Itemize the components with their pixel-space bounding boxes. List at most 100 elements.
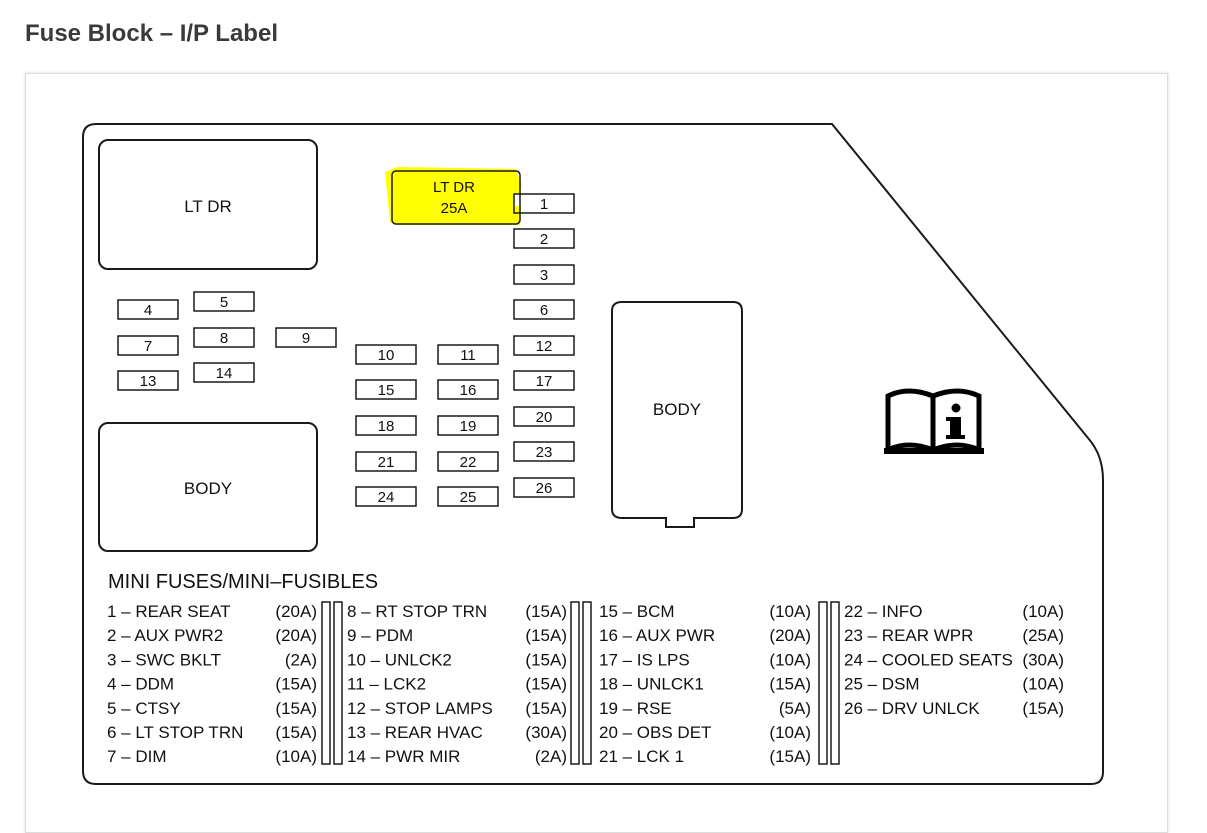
legend-fuse-amps: (15A) [525, 699, 567, 718]
legend-fuse-name: 17 – IS LPS [599, 650, 690, 669]
legend-fuse-amps: (15A) [1022, 699, 1064, 718]
fuse-slot-19: 19 [437, 415, 499, 436]
fuse-number: 15 [378, 382, 395, 399]
fuse-slot-2: 2 [513, 228, 575, 249]
svg-text:25A: 25A [441, 200, 468, 217]
legend-fuse-amps: (20A) [769, 626, 811, 645]
page-title: Fuse Block – I/P Label [25, 20, 278, 47]
relay-lt-dr: LT DR [98, 139, 318, 270]
legend-fuse-amps: (20A) [275, 626, 317, 645]
legend-fuse-amps: (15A) [769, 675, 811, 694]
legend-fuse-amps: (2A) [535, 747, 567, 766]
legend-fuse-amps: (10A) [1022, 675, 1064, 694]
legend-fuse-amps: (10A) [275, 747, 317, 766]
legend-fuse-name: 14 – PWR MIR [347, 747, 460, 766]
fuse-number: 10 [378, 347, 395, 364]
fuse-number: 6 [540, 302, 548, 319]
svg-text:LT DR: LT DR [433, 179, 475, 196]
fuse-block-outline [82, 123, 1104, 785]
fuse-number: 25 [460, 489, 477, 506]
fuse-number: 16 [460, 382, 477, 399]
legend-fuse-amps: (10A) [769, 602, 811, 621]
legend-fuse-amps: (10A) [1022, 602, 1064, 621]
legend-fuse-amps: (10A) [769, 650, 811, 669]
fuse-number: 3 [540, 267, 548, 284]
fuse-slot-21: 21 [355, 451, 417, 472]
fuse-number: 9 [302, 330, 310, 347]
legend-fuse-amps: (15A) [769, 747, 811, 766]
svg-text:LT DR: LT DR [184, 197, 232, 216]
legend-fuse-amps: (15A) [275, 675, 317, 694]
legend-fuse-name: 16 – AUX PWR [599, 626, 715, 645]
legend-fuse-amps: (5A) [779, 699, 811, 718]
fuse-number: 14 [216, 365, 233, 382]
legend-fuse-name: 7 – DIM [107, 747, 167, 766]
legend-fuse-name: 21 – LCK 1 [599, 747, 684, 766]
legend-fuse-name: 20 – OBS DET [599, 723, 711, 742]
fuse-slot-18: 18 [355, 415, 417, 436]
legend-fuse-amps: (15A) [525, 602, 567, 621]
legend-fuse-amps: (30A) [1022, 650, 1064, 669]
fuse-slot-23: 23 [513, 441, 575, 462]
legend-fuse-name: 6 – LT STOP TRN [107, 723, 243, 742]
legend-heading: MINI FUSES/MINI–FUSIBLES [108, 571, 378, 593]
svg-text:BODY: BODY [184, 479, 232, 498]
legend-fuse-name: 19 – RSE [599, 699, 672, 718]
legend-fuse-name: 2 – AUX PWR2 [107, 626, 223, 645]
legend-fuse-amps: (20A) [275, 602, 317, 621]
fuse-number: 19 [460, 418, 477, 435]
legend-fuse-name: 1 – REAR SEAT [107, 602, 230, 621]
fuse-number: 7 [144, 338, 152, 355]
fuse-slot-4: 4 [117, 299, 179, 320]
legend-fuse-name: 8 – RT STOP TRN [347, 602, 487, 621]
fuse-number: 24 [378, 489, 395, 506]
legend-fuse-name: 4 – DDM [107, 675, 174, 694]
fuse-number: 13 [140, 373, 157, 390]
fuse-slot-1: 1 [513, 193, 575, 214]
legend-fuse-name: 23 – REAR WPR [844, 626, 973, 645]
legend-fuse-name: 5 – CTSY [107, 699, 181, 718]
legend-fuse-amps: (15A) [275, 699, 317, 718]
fuse-slot-20: 20 [513, 406, 575, 427]
fuse-number: 18 [378, 418, 395, 435]
fuse-slot-17: 17 [513, 370, 575, 391]
lt-dr-25a-highlight: LT DR 25A [385, 167, 522, 225]
fuse-number: 26 [536, 480, 553, 497]
fuse-number: 12 [536, 338, 553, 355]
legend-fuse-name: 25 – DSM [844, 675, 920, 694]
fuse-number: 11 [460, 347, 476, 364]
legend-fuse-amps: (30A) [525, 723, 567, 742]
fuse-slot-8: 8 [193, 327, 255, 348]
fuse-slot-13: 13 [117, 370, 179, 391]
legend-fuse-amps: (15A) [525, 675, 567, 694]
fuse-slot-10: 10 [355, 344, 417, 365]
fuse-number: 4 [144, 302, 152, 319]
fuse-slot-26: 26 [513, 477, 575, 498]
fuse-slot-7: 7 [117, 335, 179, 356]
fuse-slot-14: 14 [193, 362, 255, 383]
legend-fuse-amps: (2A) [285, 650, 317, 669]
legend-fuse-amps: (15A) [525, 626, 567, 645]
fuse-number: 17 [536, 373, 553, 390]
fuse-slot-15: 15 [355, 379, 417, 400]
fuse-number: 1 [540, 196, 548, 213]
fuse-legend-table: 1 – REAR SEAT(20A)2 – AUX PWR2(20A)3 – S… [107, 602, 1064, 766]
fuse-number: 22 [460, 454, 477, 471]
fuse-slot-3: 3 [513, 264, 575, 285]
fuse-slot-24: 24 [355, 486, 417, 507]
legend-fuse-name: 26 – DRV UNLCK [844, 699, 980, 718]
legend-fuse-amps: (10A) [769, 723, 811, 742]
legend-separators [321, 601, 840, 765]
fuse-slot-12: 12 [513, 335, 575, 356]
legend-fuse-name: 10 – UNLCK2 [347, 650, 452, 669]
fuse-slot-16: 16 [437, 379, 499, 400]
fuse-number: 23 [536, 444, 553, 461]
owners-manual-info-icon [884, 388, 984, 455]
legend-fuse-name: 9 – PDM [347, 626, 413, 645]
legend-fuse-name: 15 – BCM [599, 602, 675, 621]
relay-body-left: BODY [98, 422, 318, 552]
fuse-number: 8 [220, 330, 228, 347]
fuse-slot-25: 25 [437, 486, 499, 507]
